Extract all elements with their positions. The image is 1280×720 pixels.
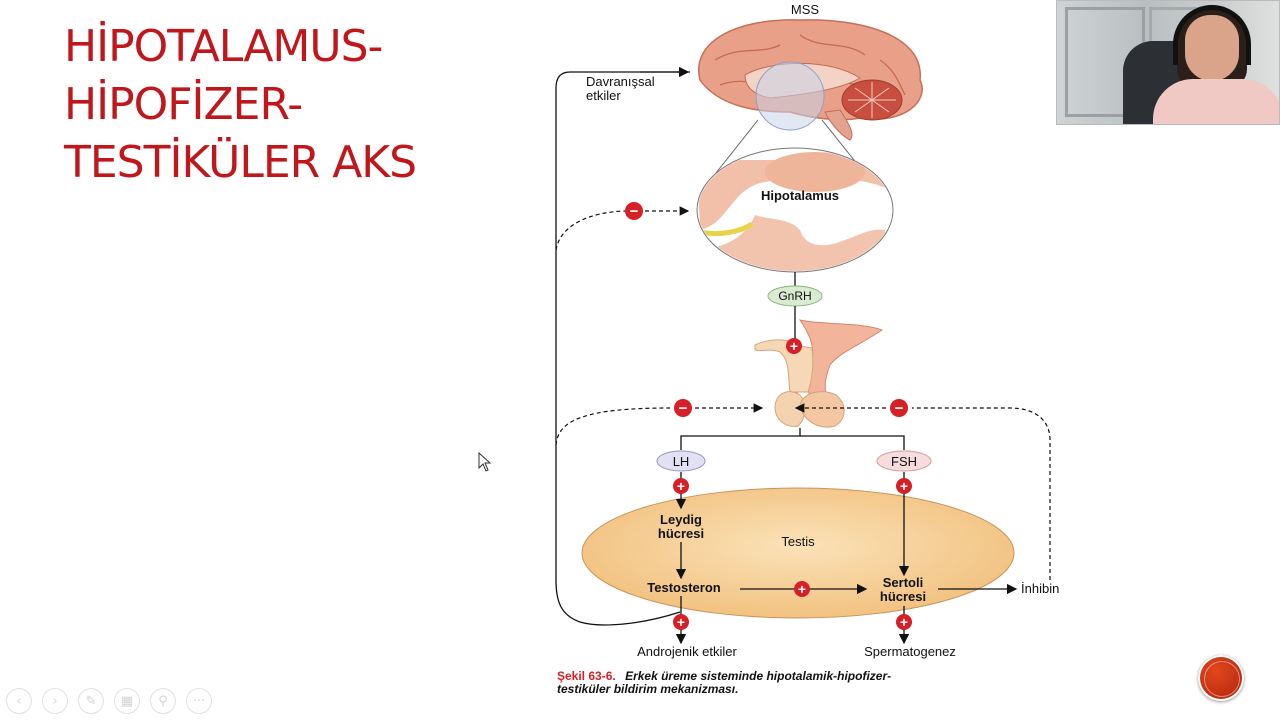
plus-symbol: + — [673, 614, 689, 630]
brain-illustration — [697, 19, 923, 141]
pituitary-illustration — [754, 319, 884, 428]
davranissal-label-1: Davranışsal — [586, 74, 655, 89]
spermatogenez-label: Spermatogenez — [864, 644, 956, 659]
title-line-2: HİPOFİZER- — [64, 79, 303, 130]
record-button[interactable] — [1198, 655, 1244, 701]
figure-caption: Şekil 63-6. Erkek üreme sisteminde hipot… — [557, 669, 891, 683]
next-slide-button[interactable]: › — [42, 688, 68, 714]
svg-text:−: − — [895, 400, 904, 417]
figure-caption-line-2: testiküler bildirim mekanizması. — [557, 682, 738, 696]
behavioral-feedback-line — [555, 71, 690, 626]
minus-symbol: − — [890, 399, 908, 417]
svg-text:+: + — [677, 478, 685, 494]
svg-text:−: − — [630, 203, 639, 220]
minus-symbol: − — [674, 399, 692, 417]
zoom-button[interactable]: ⚲ — [150, 688, 176, 714]
hpt-axis-diagram: MSS Hipotalamus Davranışsal etkiler GnRH — [555, 2, 1059, 696]
slide-title: HİPOTALAMUS- HİPOFİZER- TESTİKÜLER AKS — [64, 18, 504, 192]
hipotalamus-label: Hipotalamus — [761, 188, 839, 203]
svg-text:+: + — [790, 338, 798, 354]
testosteron-label: Testosteron — [647, 580, 720, 595]
gnrh-label: GnRH — [778, 289, 811, 303]
lh-badge — [656, 450, 706, 472]
webcam-video — [1056, 0, 1280, 125]
testis-label: Testis — [781, 534, 815, 549]
mouse-cursor-icon — [478, 452, 492, 472]
previous-slide-button[interactable]: ‹ — [6, 688, 32, 714]
title-line-3: TESTİKÜLER AKS — [64, 137, 417, 188]
inhibin-label: İnhibin — [1021, 581, 1059, 596]
plus-symbol: + — [794, 581, 810, 597]
fsh-badge — [876, 450, 932, 472]
svg-text:+: + — [798, 581, 806, 597]
hypothalamus-illustration — [696, 147, 894, 273]
mss-label: MSS — [791, 2, 820, 17]
svg-text:+: + — [677, 614, 685, 630]
pen-tool-button[interactable]: ✎ — [78, 688, 104, 714]
svg-text:+: + — [900, 614, 908, 630]
see-all-slides-button[interactable]: ▦ — [114, 688, 140, 714]
plus-symbol: + — [896, 478, 912, 494]
sertoli-label-2: hücresi — [880, 589, 926, 604]
leydig-label-1: Leydig — [660, 512, 702, 527]
testis-ellipse — [581, 487, 1015, 619]
sertoli-label-1: Sertoli — [883, 575, 923, 590]
fsh-label: FSH — [891, 454, 917, 469]
leydig-label-2: hücresi — [658, 526, 704, 541]
title-line-1: HİPOTALAMUS- — [64, 21, 383, 72]
davranissal-label-2: etkiler — [586, 88, 621, 103]
minus-symbol: − — [625, 202, 643, 220]
slideshow-nav-bar: ‹ › ✎ ▦ ⚲ ··· — [6, 688, 212, 714]
headset-icon — [1173, 5, 1251, 65]
plus-symbol: + — [786, 338, 802, 354]
lh-label: LH — [673, 454, 690, 469]
svg-text:−: − — [679, 400, 688, 417]
svg-text:+: + — [900, 478, 908, 494]
androjenik-label: Androjenik etkiler — [637, 644, 737, 659]
more-options-button[interactable]: ··· — [186, 688, 212, 714]
plus-symbol: + — [673, 478, 689, 494]
plus-symbol: + — [896, 614, 912, 630]
